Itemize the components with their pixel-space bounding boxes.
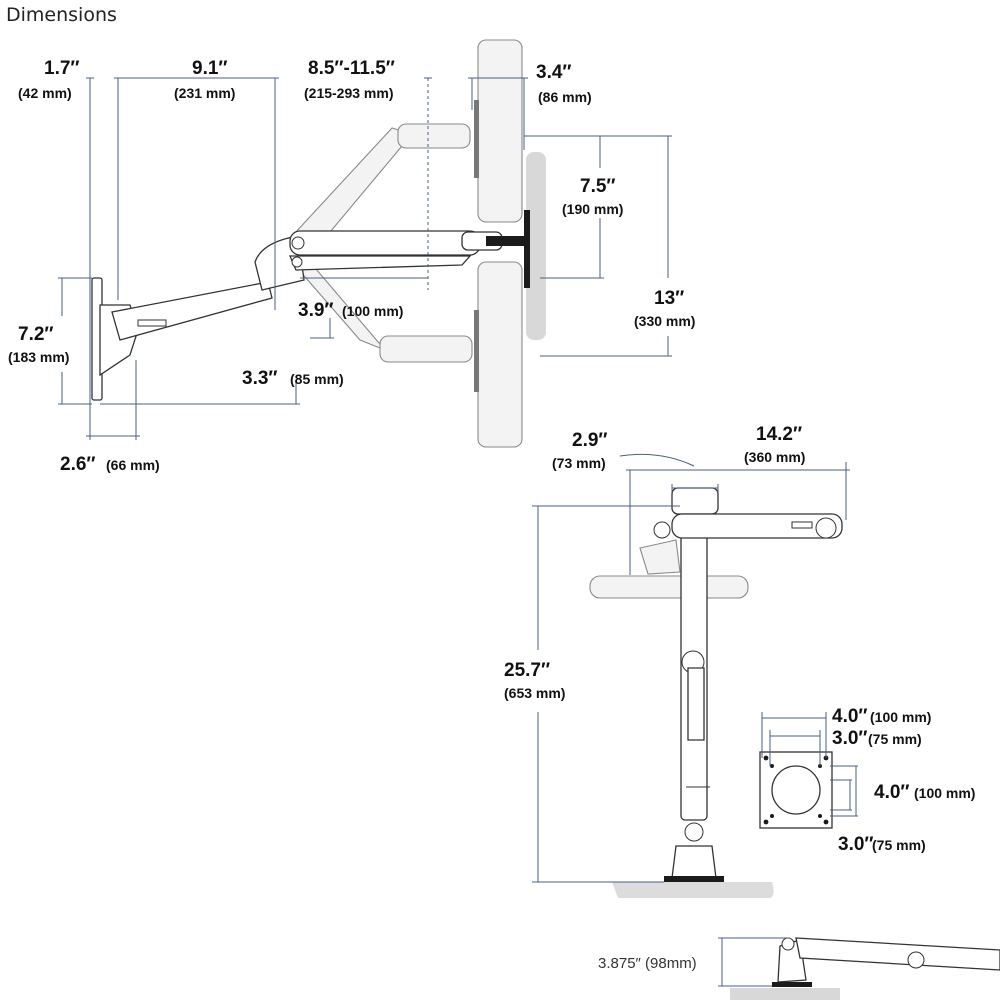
- low-profile-clamp-base: [772, 982, 812, 987]
- desk-clamp-base: [664, 876, 724, 882]
- arm-pivot-rear: [291, 256, 303, 268]
- vesa-plate-drawing: [759, 751, 833, 829]
- up-travel-mm: (190 mm): [562, 201, 623, 217]
- vesa-outer-h-mm: (100 mm): [870, 709, 931, 725]
- low-profile-arm: [795, 937, 1000, 971]
- pole-height-value: 25.7″: [504, 660, 550, 681]
- vesa-outer-h-value: 4.0″: [832, 706, 868, 727]
- arm-reach-1-value: 9.1″: [192, 58, 228, 79]
- side-view-drawing: [91, 39, 546, 448]
- down-travel-mm: (100 mm): [342, 303, 403, 319]
- pole-arm: [671, 513, 843, 539]
- arm-height-mm: (85 mm): [290, 371, 344, 387]
- ghost-tilt-lower: [379, 335, 473, 363]
- plate-depth-mm: (42 mm): [18, 85, 72, 101]
- monitor-side: [526, 152, 546, 340]
- arm-length-mm: (360 mm): [744, 449, 805, 465]
- lower-arm: [111, 281, 273, 341]
- pole-height-mm: (653 mm): [504, 685, 565, 701]
- pole-arm-pivot: [653, 521, 671, 539]
- vesa-outer-v-value: 4.0″: [874, 782, 910, 803]
- arm-reach-2-value: 8.5″-11.5″: [308, 58, 395, 79]
- vesa-inner-h-value: 3.0″: [832, 728, 868, 749]
- plate-width-value: 2.6″: [60, 454, 96, 475]
- lower-arm-slot: [137, 319, 167, 327]
- down-travel-value: 3.9″: [298, 300, 334, 321]
- low-profile-height: 3.875″ (98mm): [598, 955, 697, 972]
- plate-height-value: 7.2″: [18, 324, 54, 345]
- total-travel-value: 13″: [654, 288, 684, 309]
- total-travel-mm: (330 mm): [634, 313, 695, 329]
- monitor-vesa-plate: [524, 210, 530, 288]
- pole-arm-clamp: [671, 487, 719, 515]
- plate-depth-value: 1.7″: [44, 58, 80, 79]
- ghost-tilt-upper: [397, 123, 471, 149]
- clamp-width-value: 2.9″: [572, 430, 608, 451]
- upper-arm-link: [289, 255, 472, 271]
- pole-view-dimensions: [532, 453, 850, 883]
- pole-arm-end-knob: [815, 517, 837, 539]
- ghost-vesa-upper: [474, 100, 479, 178]
- low-profile-desk: [730, 988, 840, 1000]
- clamp-width-mm: (73 mm): [552, 455, 606, 471]
- pole-view-drawing: [589, 487, 843, 898]
- vesa-dimensions: [761, 712, 858, 817]
- arm-length-value: 14.2″: [756, 424, 802, 445]
- tilt-head-connector: [486, 236, 526, 246]
- pole-collar: [687, 667, 705, 741]
- ghost-top-clamp: [639, 539, 681, 575]
- desk-surface: [612, 882, 774, 898]
- low-profile-arm-knob: [907, 951, 925, 969]
- low-profile-drawing: [718, 937, 1000, 1000]
- vesa-plate-hole: [771, 765, 821, 815]
- ghost-desk-top: [589, 575, 749, 599]
- monitor-offset-mm: (86 mm): [538, 89, 592, 105]
- vesa-inner-v-mm: (75 mm): [872, 837, 926, 853]
- monitor-offset-value: 3.4″: [536, 62, 572, 83]
- upper-arm: [289, 230, 481, 256]
- plate-height-mm: (183 mm): [8, 349, 69, 365]
- ghost-monitor-lower: [477, 261, 523, 448]
- vesa-inner-h-mm: (75 mm): [868, 731, 922, 747]
- ghost-vesa-lower: [474, 310, 479, 392]
- ghost-monitor-upper: [477, 39, 523, 223]
- desk-clamp: [671, 845, 717, 879]
- vesa-inner-v-value: 3.0″: [838, 834, 874, 855]
- vesa-outer-v-mm: (100 mm): [914, 785, 975, 801]
- arm-reach-2-mm: (215-293 mm): [304, 85, 394, 101]
- up-travel-value: 7.5″: [580, 176, 616, 197]
- arm-reach-1-mm: (231 mm): [174, 85, 235, 101]
- side-view-dimensions: [58, 77, 672, 440]
- arm-pivot-front: [291, 236, 305, 250]
- plate-width-mm: (66 mm): [106, 457, 160, 473]
- arm-height-value: 3.3″: [242, 368, 278, 389]
- page-title: Dimensions: [6, 4, 117, 26]
